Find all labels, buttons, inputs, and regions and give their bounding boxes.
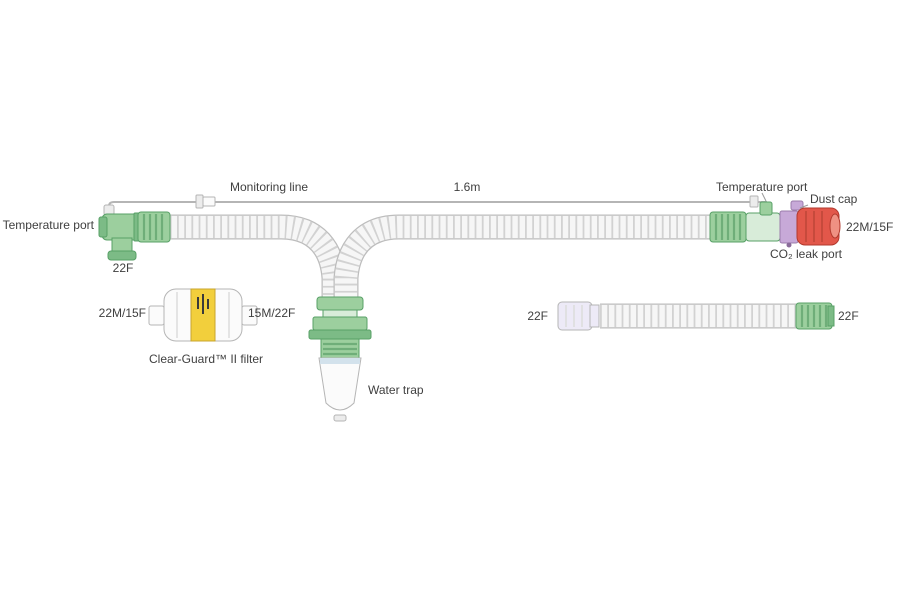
label-co2-leak-port: CO₂ leak port — [770, 247, 843, 261]
left-temperature-port — [98, 212, 143, 261]
t-piece-end-cap — [98, 216, 108, 238]
label-filter-inlet-size: 22M/15F — [99, 306, 146, 320]
monitoring-line-luer-b — [202, 196, 216, 207]
limb-right-end-cap — [827, 305, 835, 327]
left-tube-connector — [137, 211, 171, 243]
label-temperature-port-left: Temperature port — [3, 218, 95, 232]
label-dust-cap: Dust cap — [810, 192, 858, 206]
water-trap-inlet-2 — [322, 309, 358, 318]
main-tube-left-limb — [141, 214, 347, 302]
dust-cap-leader — [799, 204, 809, 209]
tube-ribs — [334, 215, 714, 302]
red-cap-ribs — [805, 211, 823, 242]
water-trap-inlet-3 — [312, 316, 368, 331]
water-trap-drain-nub — [333, 414, 347, 422]
right-temperature-port-nub — [759, 201, 773, 216]
right-tube-connector — [709, 211, 747, 243]
label-monitoring-line: Monitoring line — [230, 180, 308, 194]
filter-inlet-port — [148, 305, 165, 326]
extra-limb — [557, 301, 835, 331]
label-limb-right-size: 22F — [838, 309, 859, 323]
label-temperature-port-right: Temperature port — [716, 180, 808, 194]
label-water-trap: Water trap — [368, 383, 424, 397]
limb-left-connector-lines — [565, 305, 583, 327]
filter-label-band — [190, 288, 216, 342]
t-piece-port-cap — [107, 250, 137, 261]
connector-stripes — [142, 214, 164, 240]
water-trap-inlet-1 — [316, 296, 364, 311]
patient-end-assembly — [745, 200, 841, 248]
water-trap-flange — [308, 329, 372, 340]
label-limb-left-size: 22F — [527, 309, 548, 323]
limb-left-connector — [557, 301, 593, 331]
label-filter-name: Clear-Guard™ II filter — [149, 352, 263, 366]
water-trap-neck-ribs — [323, 342, 357, 356]
monitoring-line-end-fitting — [749, 195, 759, 208]
monitoring-line-luer-a — [195, 194, 204, 209]
temp-port-right-leader — [761, 192, 767, 202]
labels: Temperature port 22F Monitoring line 1.6… — [3, 180, 894, 397]
water-trap — [308, 296, 372, 422]
filter-body-ridges — [176, 292, 230, 338]
connector-stripes — [714, 214, 742, 240]
tube-fill — [141, 215, 346, 302]
red-cap-opening — [829, 213, 841, 239]
tube-fill — [334, 215, 714, 302]
water-trap-cup-band — [320, 358, 360, 364]
purple-connector — [779, 210, 799, 244]
filter-label-text-marks — [197, 294, 209, 314]
co2-leak-port-hole — [786, 242, 792, 248]
limb-right-connector-stripes — [800, 305, 828, 327]
limb-left-collar — [589, 304, 600, 328]
connector-body — [137, 211, 171, 243]
leader-lines — [761, 192, 809, 209]
clear-guard-filter — [148, 288, 258, 342]
label-filter-outlet-size: 15M/22F — [248, 306, 295, 320]
main-tube-right-limb — [333, 214, 714, 302]
temp-port-housing — [745, 212, 781, 242]
t-piece-stem — [111, 237, 133, 253]
water-trap-cup — [318, 357, 362, 411]
label-22f-left: 22F — [113, 261, 134, 275]
label-tube-length: 1.6m — [454, 180, 481, 194]
label-patient-end-size: 22M/15F — [846, 220, 893, 234]
